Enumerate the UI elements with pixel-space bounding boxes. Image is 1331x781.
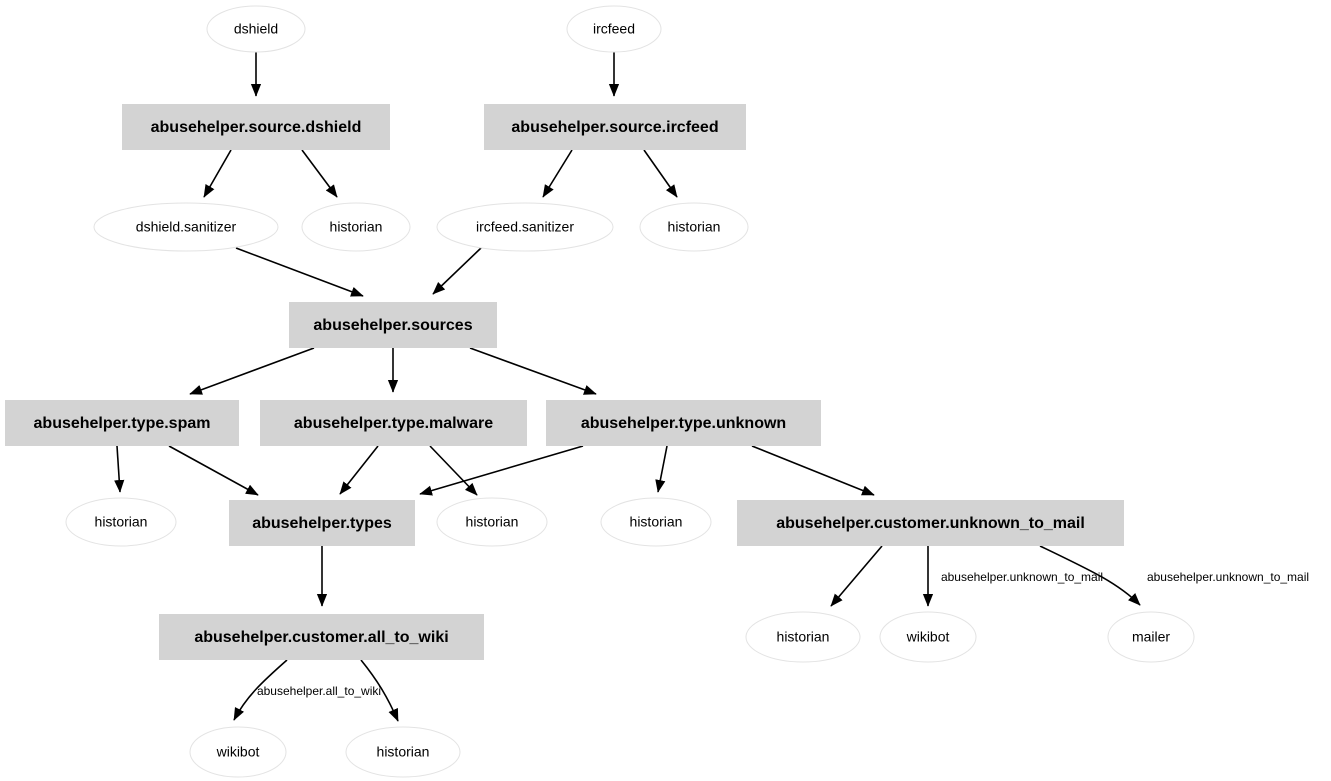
node-label: historian	[777, 629, 830, 645]
graph-edge-type_unknown-to-types	[419, 445, 584, 496]
graph-node-dshield_sanitizer[interactable]: dshield.sanitizer	[93, 202, 279, 252]
graph-edge-type_malware-to-types	[339, 445, 379, 495]
graph-node-types[interactable]: abusehelper.types	[229, 500, 415, 546]
graph-node-mailer_unknown[interactable]: mailer	[1107, 611, 1195, 663]
graph-edge-cust_unknown_mail-to-hist_unknown_mail	[830, 545, 883, 607]
graph-edge-type_unknown-to-cust_unknown_mail	[751, 445, 875, 496]
node-ellipse-shape[interactable]	[1107, 611, 1195, 663]
node-box-shape[interactable]	[5, 400, 239, 446]
edge-label: abusehelper.unknown_to_mail	[941, 570, 1103, 584]
node-label: abusehelper.customer.unknown_to_mail	[776, 515, 1085, 532]
node-box-shape[interactable]	[546, 400, 821, 446]
graph-node-dshield[interactable]: dshield	[206, 5, 306, 53]
node-label: abusehelper.source.dshield	[151, 119, 362, 136]
node-box-shape[interactable]	[737, 500, 1124, 546]
graph-node-src_dshield[interactable]: abusehelper.source.dshield	[122, 104, 390, 150]
edge-labels-layer: abusehelper.unknown_to_mail abusehelper.u…	[257, 570, 1309, 698]
node-ellipse-shape[interactable]	[189, 726, 287, 778]
node-ellipse-shape[interactable]	[879, 611, 977, 663]
node-ellipse-shape[interactable]	[745, 611, 861, 663]
node-label: ircfeed	[593, 21, 635, 37]
graph-edge-src_dshield-to-dshield_sanitizer	[203, 149, 232, 198]
node-label: abusehelper.sources	[313, 317, 472, 334]
graph-edge-cust_unknown_mail-to-mailer_unknown	[1039, 545, 1141, 606]
node-ellipse-shape[interactable]	[436, 497, 548, 547]
graph-node-hist_unknown[interactable]: historian	[600, 497, 712, 547]
node-box-shape[interactable]	[260, 400, 527, 446]
graph-node-wikibot_all[interactable]: wikibot	[189, 726, 287, 778]
node-ellipse-shape[interactable]	[301, 202, 411, 252]
graph-node-hist_unknown_mail[interactable]: historian	[745, 611, 861, 663]
edge-label: abusehelper.all_to_wiki	[257, 684, 381, 698]
node-ellipse-shape[interactable]	[566, 5, 662, 53]
nodes-layer: dshield ircfeed abusehelper.source.dshield…	[5, 5, 1195, 778]
graph-edge-type_malware-to-hist_malware	[429, 445, 478, 496]
node-label: abusehelper.type.spam	[34, 415, 211, 432]
graph-node-type_unknown[interactable]: abusehelper.type.unknown	[546, 400, 821, 446]
graph-node-hist_malware[interactable]: historian	[436, 497, 548, 547]
graph-node-hist_spam[interactable]: historian	[65, 497, 177, 547]
graph-edge-sources-to-type_spam	[189, 347, 315, 395]
edges-layer	[114, 52, 1141, 722]
node-label: dshield.sanitizer	[136, 219, 237, 235]
node-ellipse-shape[interactable]	[206, 5, 306, 53]
node-box-shape[interactable]	[159, 614, 484, 660]
graph-node-src_ircfeed[interactable]: abusehelper.source.ircfeed	[484, 104, 746, 150]
node-label: historian	[630, 514, 683, 530]
node-ellipse-shape[interactable]	[639, 202, 749, 252]
graph-edge-src_ircfeed-to-ircfeed_sanitizer	[542, 149, 573, 198]
node-ellipse-shape[interactable]	[436, 202, 614, 252]
node-label: dshield	[234, 21, 278, 37]
graph-edge-type_unknown-to-hist_unknown	[655, 445, 668, 493]
graph-edge-src_dshield-to-hist_dshield	[301, 149, 338, 198]
node-ellipse-shape[interactable]	[600, 497, 712, 547]
node-label: ircfeed.sanitizer	[476, 219, 574, 235]
edge-label: abusehelper.unknown_to_mail	[1147, 570, 1309, 584]
graph-edge-sources-to-type_unknown	[469, 347, 597, 395]
node-label: historian	[668, 219, 721, 235]
node-box-shape[interactable]	[229, 500, 415, 546]
node-box-shape[interactable]	[289, 302, 497, 348]
graph-node-type_malware[interactable]: abusehelper.type.malware	[260, 400, 527, 446]
node-label: abusehelper.types	[252, 515, 392, 532]
graph-node-cust_unknown_mail[interactable]: abusehelper.customer.unknown_to_mail	[737, 500, 1124, 546]
graph-node-ircfeed[interactable]: ircfeed	[566, 5, 662, 53]
graph-node-hist_dshield[interactable]: historian	[301, 202, 411, 252]
node-ellipse-shape[interactable]	[65, 497, 177, 547]
node-label: abusehelper.type.unknown	[581, 415, 786, 432]
node-label: historian	[466, 514, 519, 530]
graph-node-wikibot_unknown[interactable]: wikibot	[879, 611, 977, 663]
graph-node-hist_all[interactable]: historian	[345, 726, 461, 778]
graph-edge-dshield_sanitizer-to-sources	[235, 247, 364, 297]
node-label: wikibot	[216, 744, 260, 760]
graph-edge-type_spam-to-hist_spam	[114, 445, 125, 493]
node-label: mailer	[1132, 629, 1170, 645]
graph-edge-type_spam-to-types	[168, 445, 259, 496]
node-label: abusehelper.type.malware	[294, 415, 493, 432]
graph-edge-cust_all_to_wiki-to-wikibot_all	[233, 659, 288, 721]
graph-node-hist_ircfeed[interactable]: historian	[639, 202, 749, 252]
graph-node-type_spam[interactable]: abusehelper.type.spam	[5, 400, 239, 446]
node-ellipse-shape[interactable]	[345, 726, 461, 778]
node-label: wikibot	[906, 629, 950, 645]
node-ellipse-shape[interactable]	[93, 202, 279, 252]
graph-edge-cust_all_to_wiki-to-hist_all	[360, 659, 399, 722]
node-box-shape[interactable]	[122, 104, 390, 150]
node-label: historian	[95, 514, 148, 530]
node-label: abusehelper.source.ircfeed	[511, 119, 718, 136]
graph-edge-src_ircfeed-to-hist_ircfeed	[643, 149, 678, 198]
graph-node-ircfeed_sanitizer[interactable]: ircfeed.sanitizer	[436, 202, 614, 252]
node-label: historian	[330, 219, 383, 235]
node-label: abusehelper.customer.all_to_wiki	[194, 629, 448, 646]
graph-node-cust_all_to_wiki[interactable]: abusehelper.customer.all_to_wiki	[159, 614, 484, 660]
graph-node-sources[interactable]: abusehelper.sources	[289, 302, 497, 348]
node-box-shape[interactable]	[484, 104, 746, 150]
node-label: historian	[377, 744, 430, 760]
graph-edge-ircfeed_sanitizer-to-sources	[432, 247, 482, 295]
